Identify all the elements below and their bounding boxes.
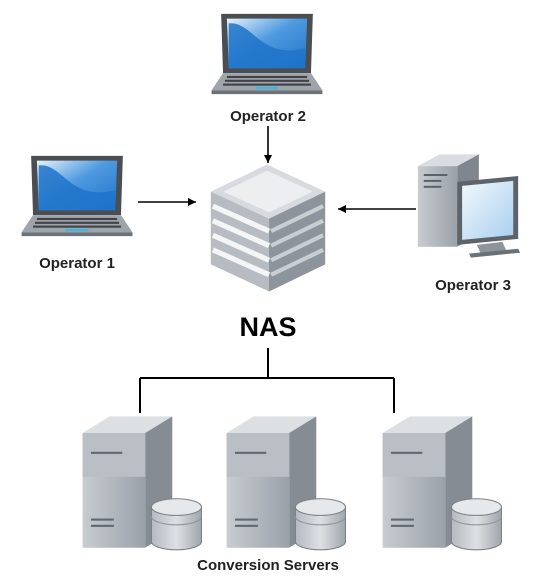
- operator1-node: Operator 1: [21, 155, 133, 272]
- conversion-servers-label: Conversion Servers: [197, 557, 339, 574]
- nas-label: NAS: [239, 312, 296, 342]
- conversion-servers-group: Conversion Servers: [82, 415, 503, 574]
- laptop-icon: [21, 155, 133, 237]
- operator2-label: Operator 2: [230, 108, 306, 125]
- connections: [138, 126, 416, 413]
- desktop-computer-icon: [417, 154, 521, 258]
- database-server-icon: [382, 415, 503, 551]
- storage-server-icon: [211, 165, 325, 292]
- database-server-icon: [82, 415, 203, 551]
- laptop-icon: [211, 13, 323, 95]
- operator1-label: Operator 1: [39, 255, 115, 272]
- nas-to-servers-bus: [139, 348, 395, 413]
- operator3-label: Operator 3: [435, 277, 511, 294]
- database-server-icon: [226, 415, 347, 551]
- operator2-node: Operator 2: [211, 13, 323, 125]
- nas-node: NAS: [211, 165, 325, 342]
- operator3-node: Operator 3: [417, 154, 521, 294]
